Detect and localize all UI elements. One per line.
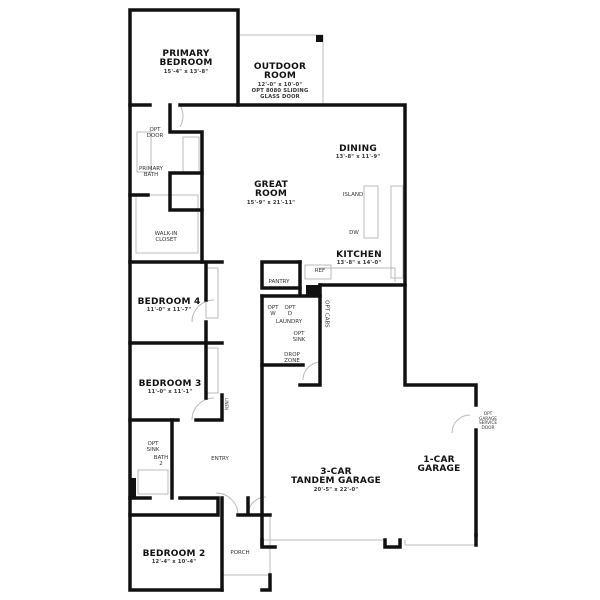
ref-label: REF (314, 268, 326, 274)
island-label: ISLAND (342, 192, 364, 198)
room-pantry: PANTRY (268, 279, 290, 285)
dw-label: DW (349, 230, 359, 236)
room-entry: ENTRY (211, 456, 229, 462)
wall-block (306, 285, 320, 297)
linen-label: LINEN (224, 398, 230, 411)
room-porch: PORCH (230, 550, 250, 556)
room-laundry: LAUNDRY (275, 319, 303, 325)
column (316, 35, 323, 42)
laundry-opt-cabs: OPT CABS (323, 300, 330, 328)
wall-block (130, 478, 136, 498)
